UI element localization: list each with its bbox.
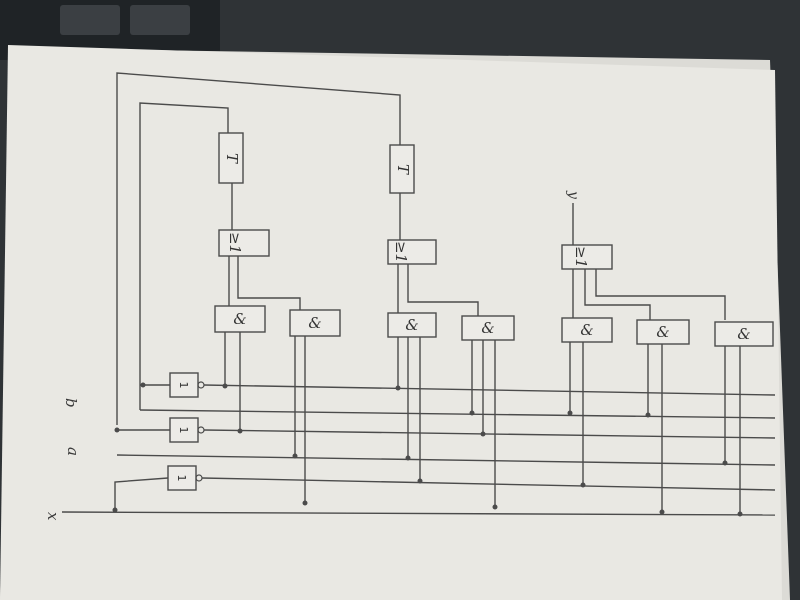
wire-feedback-outer <box>116 72 401 425</box>
not-gate-1-label: 1 <box>177 382 190 389</box>
junction-dot <box>737 511 743 517</box>
label-x: x <box>44 512 62 521</box>
label-a: a <box>64 447 82 456</box>
junction-dot <box>469 410 475 416</box>
circuit-schematic: T T ≥1 ≥1 ≥1 y & & & & & & <box>44 72 776 521</box>
junction-dot <box>292 453 298 459</box>
not-gate-3-label: 1 <box>175 475 188 482</box>
trigger-label-1: T <box>223 153 241 164</box>
trigger-block-1 <box>218 132 244 184</box>
and-gate-4-label: & <box>481 319 494 337</box>
label-b: b <box>62 398 80 408</box>
bus-b <box>139 409 776 419</box>
junction-dot <box>659 509 665 515</box>
and-gate-5 <box>561 317 613 343</box>
or-gate-1-label: ≥1 <box>226 232 244 254</box>
junction-dot <box>237 428 243 434</box>
and-gate-6-label: & <box>656 323 669 341</box>
wire-feedback-inner <box>139 102 229 410</box>
junction-dot <box>417 478 423 484</box>
and-gate-6 <box>636 319 690 345</box>
bus-not-b <box>203 384 776 396</box>
junction-dot <box>395 385 401 391</box>
junction-dot <box>645 412 651 418</box>
or-gate-3 <box>561 244 613 270</box>
junction-dot <box>140 382 146 388</box>
or-gate-3-label: ≥1 <box>572 246 590 268</box>
bus-a <box>116 454 776 466</box>
not-gate-2-label: 1 <box>177 427 190 434</box>
or-gate-2-label: ≥1 <box>392 241 410 263</box>
or-gate-1 <box>218 229 270 257</box>
junction-dots <box>112 382 743 517</box>
keyboard-key <box>60 5 120 35</box>
and-gate-7-label: & <box>737 325 750 343</box>
junction-dot <box>492 504 498 510</box>
and-gate-1 <box>214 305 266 333</box>
junction-dot <box>222 383 228 389</box>
trigger-block-2 <box>389 144 415 194</box>
and-gate-5-label: & <box>580 321 593 339</box>
and-gate-2 <box>289 309 341 337</box>
wire-or1-and2 <box>237 256 301 310</box>
junction-dot <box>112 507 118 513</box>
bus-x <box>61 511 776 516</box>
or-gate-2 <box>387 239 437 265</box>
wire-or3-and7 <box>595 269 726 320</box>
trigger-label-2: T <box>394 164 412 175</box>
junction-dot <box>114 427 120 433</box>
bus-in-not3 <box>114 477 169 510</box>
junction-dot <box>480 431 486 437</box>
junction-dot <box>722 460 728 466</box>
and-gate-3 <box>387 312 437 338</box>
paper-sheet <box>0 45 782 600</box>
keyboard-key <box>130 5 190 35</box>
and-gate-2-label: & <box>308 314 321 332</box>
wire-or3-and6 <box>584 269 651 320</box>
junction-dot <box>567 410 573 416</box>
junction-dot <box>405 455 411 461</box>
and-gate-3-label: & <box>405 316 418 334</box>
wire-or2-and4 <box>407 264 479 316</box>
junction-dot <box>302 500 308 506</box>
output-label-y: y <box>565 190 581 200</box>
and-gate-4 <box>461 315 515 341</box>
and-gate-7 <box>714 321 774 347</box>
and-gate-1-label: & <box>233 310 246 328</box>
junction-dot <box>580 482 586 488</box>
bus-not-x <box>201 477 776 491</box>
bus-not-a <box>203 429 776 439</box>
